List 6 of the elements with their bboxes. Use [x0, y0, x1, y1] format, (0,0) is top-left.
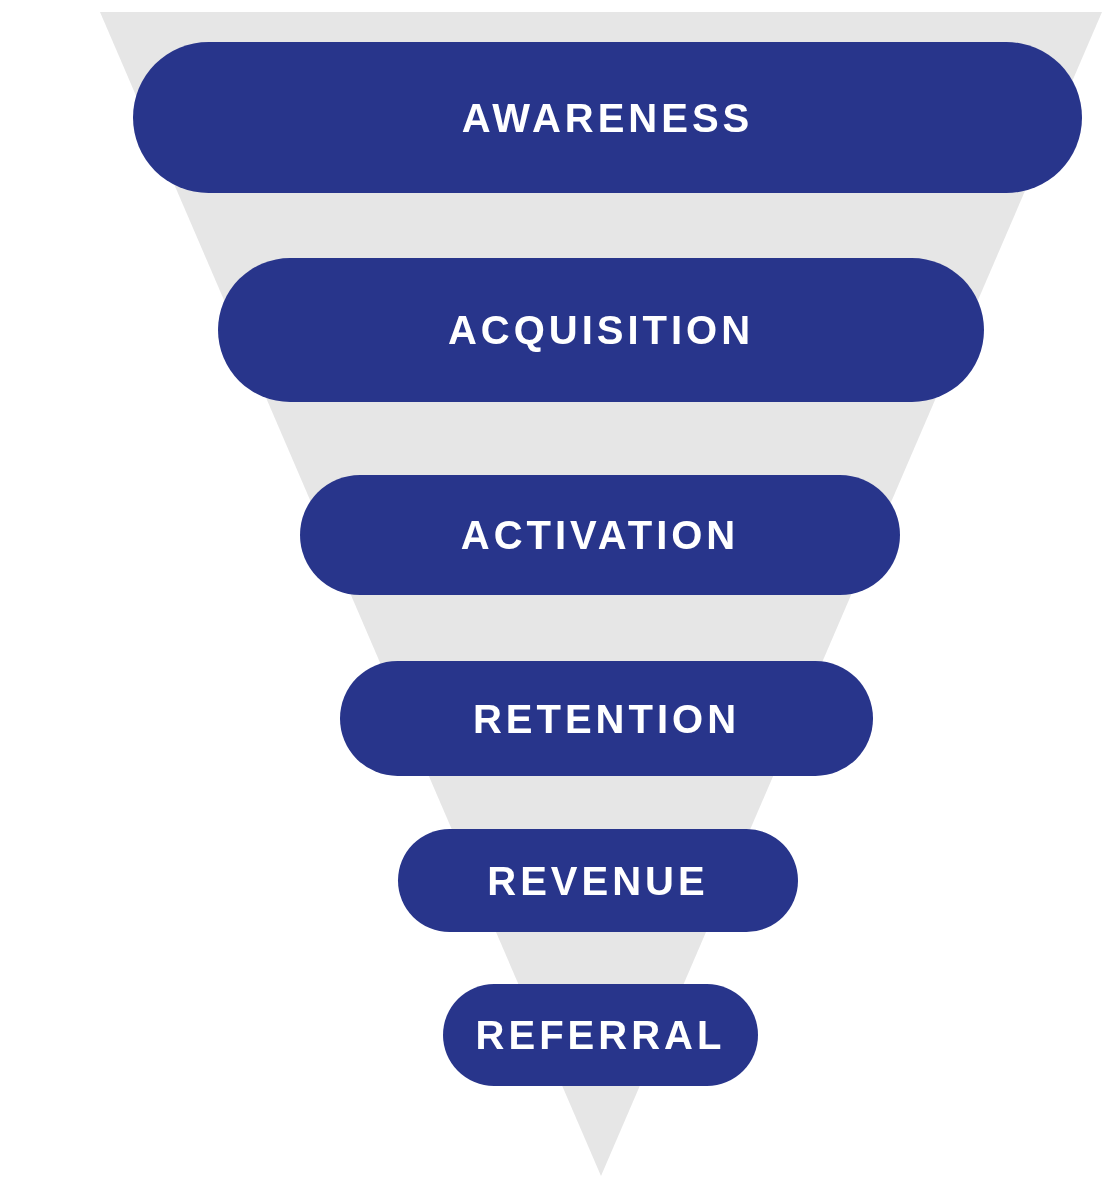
stage-label: RETENTION	[472, 696, 741, 741]
stage-label: AWARENESS	[461, 95, 754, 140]
stage-label: ACQUISITION	[447, 308, 755, 352]
stage-label: REVENUE	[487, 858, 709, 903]
stage-label: ACTIVATION	[460, 513, 740, 557]
stage-label: REFERRAL	[475, 1013, 726, 1057]
